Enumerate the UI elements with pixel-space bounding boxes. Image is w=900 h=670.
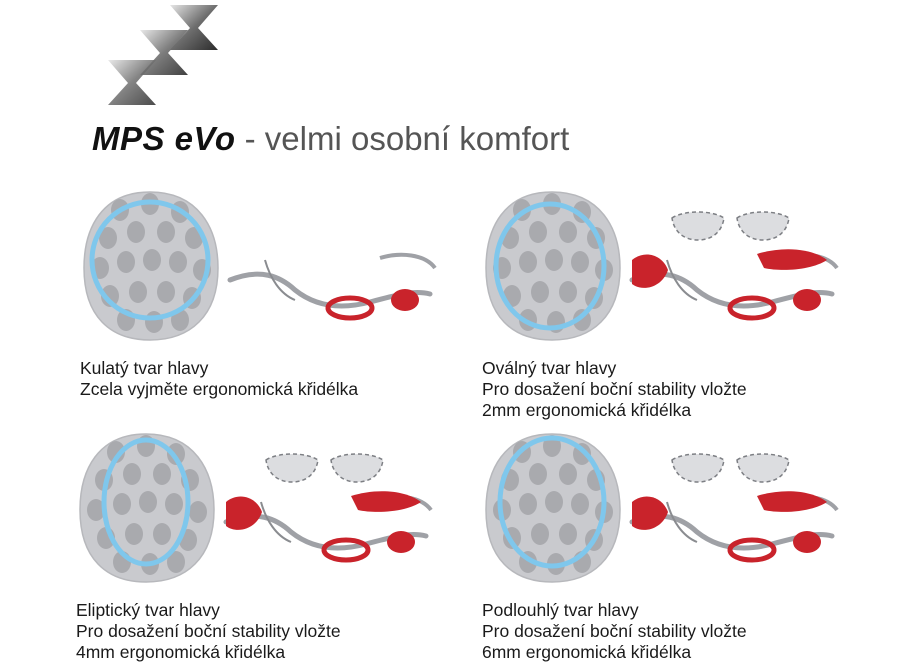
ergonomic-wings-icon: [226, 453, 421, 530]
caption-line: 6mm ergonomická křidélka: [482, 642, 692, 662]
panel-caption: Eliptický tvar hlavy Pro dosažení boční …: [76, 600, 341, 663]
oval-head-diagram: [485, 191, 839, 341]
panel-caption: Kulatý tvar hlavy Zcela vyjměte ergonomi…: [80, 358, 358, 400]
helmet-head-icon: [79, 433, 215, 583]
helmet-head-icon: [83, 191, 219, 341]
caption-line: 4mm ergonomická křidélka: [76, 642, 286, 662]
fit-ring: [89, 199, 211, 321]
helmet-head-icon: [485, 433, 621, 583]
caption-line: Pro dosažení boční stability vložte: [76, 621, 341, 641]
panel-oval-head: Oválný tvar hlavy Pro dosažení boční sta…: [482, 191, 882, 428]
panel-elongated-head: Podlouhlý tvar hlavy Pro dosažení boční …: [482, 433, 882, 670]
caption-title: Podlouhlý tvar hlavy: [482, 600, 639, 620]
ergonomic-wings-icon: [632, 453, 827, 530]
fit-system-icon: [227, 252, 437, 321]
round-head-diagram: [83, 191, 437, 341]
tagline: - velmi osobní komfort: [235, 120, 570, 157]
panel-caption: Oválný tvar hlavy Pro dosažení boční sta…: [482, 358, 747, 421]
caption-line: Zcela vyjměte ergonomická křidélka: [80, 379, 359, 399]
ergonomic-wings-icon: [632, 211, 827, 288]
caption-line: 2mm ergonomická křidélka: [482, 400, 692, 420]
page-title: MPS eVo - velmi osobní komfort: [92, 122, 569, 155]
fit-ring: [101, 437, 191, 567]
caption-line: Pro dosažení boční stability vložte: [482, 621, 747, 641]
helmet-head-icon: [485, 191, 621, 341]
elliptic-head-diagram: [79, 433, 433, 583]
fit-ring: [493, 201, 607, 331]
panel-elliptic-head: Eliptický tvar hlavy Pro dosažení boční …: [76, 433, 476, 670]
brand-name: MPS eVo: [92, 120, 236, 157]
panel-caption: Podlouhlý tvar hlavy Pro dosažení boční …: [482, 600, 747, 663]
panel-round-head: Kulatý tvar hlavy Zcela vyjměte ergonomi…: [80, 191, 480, 428]
caption-line: Pro dosažení boční stability vložte: [482, 379, 747, 399]
caption-title: Eliptický tvar hlavy: [76, 600, 220, 620]
caption-title: Oválný tvar hlavy: [482, 358, 617, 378]
caption-title: Kulatý tvar hlavy: [80, 358, 209, 378]
fit-ring: [497, 435, 607, 569]
mps-logo-icon: [108, 5, 218, 105]
elongated-head-diagram: [485, 433, 839, 583]
